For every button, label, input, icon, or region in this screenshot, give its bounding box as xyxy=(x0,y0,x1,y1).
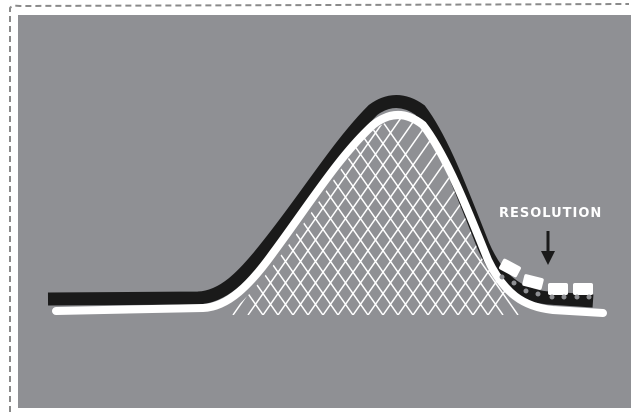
roller-coaster-diagram xyxy=(18,15,631,408)
background xyxy=(18,15,631,408)
diagram-panel xyxy=(18,15,631,408)
arrow-down-icon xyxy=(541,231,555,265)
track xyxy=(52,111,607,317)
resolution-label: RESOLUTION xyxy=(499,206,603,221)
roller-coaster-train-icon xyxy=(499,258,593,300)
